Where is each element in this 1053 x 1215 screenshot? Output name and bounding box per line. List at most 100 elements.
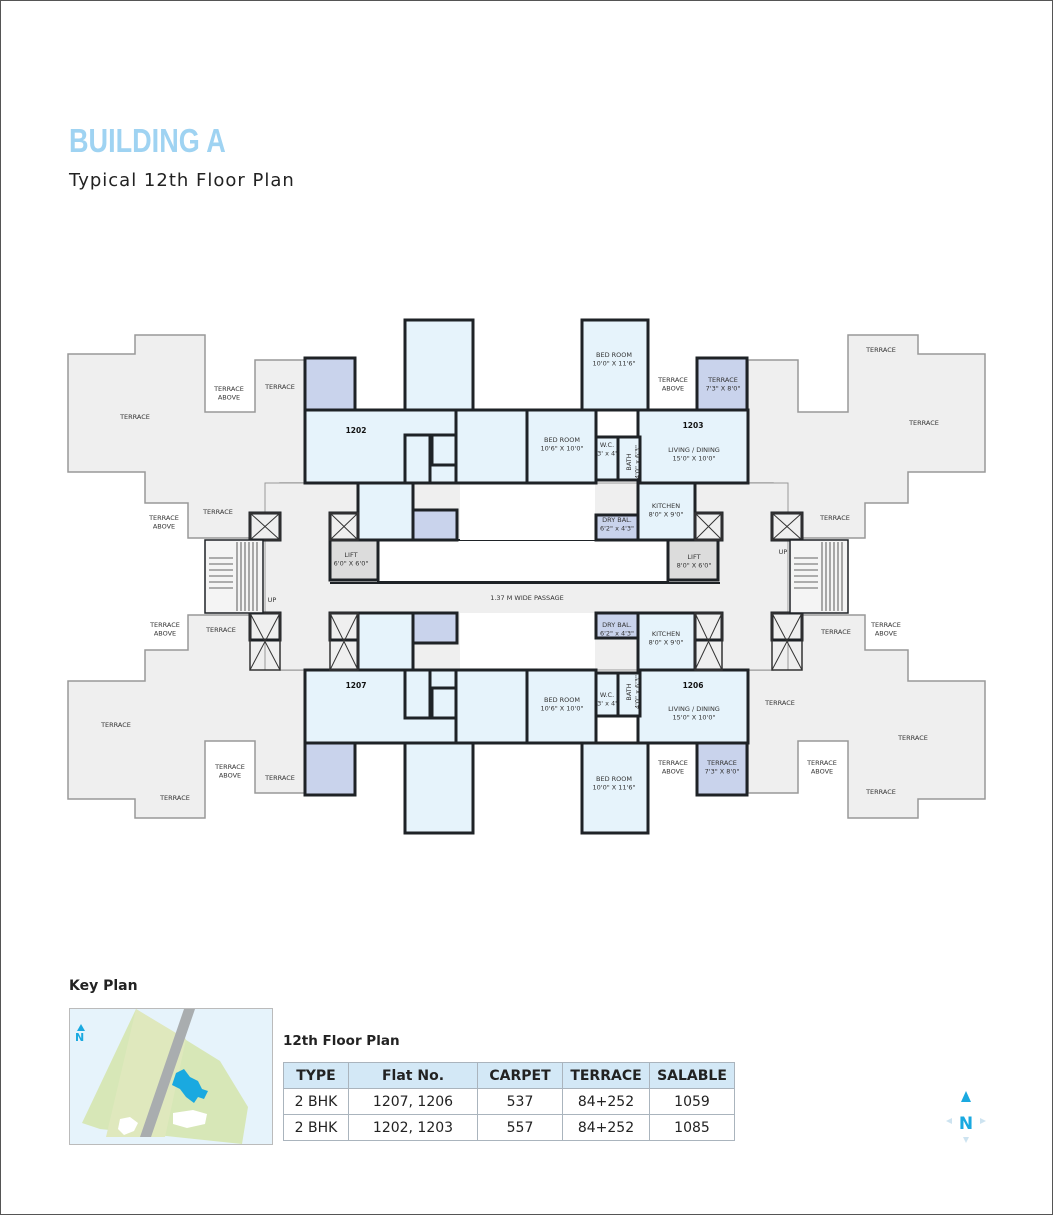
room-top-2 bbox=[454, 408, 529, 485]
cell: 557 bbox=[477, 1114, 563, 1141]
room-label: UP bbox=[779, 548, 788, 556]
room-label: TERRACE bbox=[897, 734, 928, 742]
room-top-5 bbox=[303, 356, 357, 412]
room-label-line: 6'2" x 4'3" bbox=[600, 525, 634, 533]
room-label-line: TERRACE bbox=[806, 759, 837, 767]
room-label-line: LIFT bbox=[344, 551, 357, 559]
room-label-line: ABOVE bbox=[875, 630, 897, 638]
room-bottom-8 bbox=[525, 668, 598, 745]
room-label: TERRACE bbox=[100, 721, 131, 729]
area-table-title: 12th Floor Plan bbox=[283, 1033, 400, 1049]
key-plan: N bbox=[69, 1008, 273, 1145]
road bbox=[140, 1009, 195, 1137]
room-label: 1.37 M WIDE PASSAGE bbox=[490, 594, 564, 602]
room-label: TERRACE bbox=[764, 699, 795, 707]
room-top-8 bbox=[525, 408, 598, 485]
room-label-line: TERRACE bbox=[214, 763, 245, 771]
table-row: 2 BHK 1202, 1203 557 84+252 1085 bbox=[283, 1114, 735, 1141]
room-label: BATH4'0" x 6'3" bbox=[625, 675, 642, 709]
room-label-line: BATH bbox=[625, 683, 633, 700]
shaft-2 bbox=[249, 512, 281, 541]
shaft-icon bbox=[249, 612, 281, 671]
building-c bbox=[118, 1117, 138, 1135]
room-label: DRY BAL.6'2" x 4'3" bbox=[600, 516, 634, 533]
col-flat-no: Flat No. bbox=[348, 1062, 478, 1089]
room-label: TERRACE bbox=[908, 419, 939, 427]
room-bottom-10 bbox=[636, 668, 750, 745]
room-label: W.C.3' x 4' bbox=[597, 691, 617, 708]
room-label-line: TERRACE bbox=[819, 514, 850, 522]
room-label-line: 1202 bbox=[346, 426, 367, 435]
room-label-line: 1206 bbox=[683, 681, 704, 690]
courtyard-top bbox=[377, 539, 669, 583]
north-arrow-icon bbox=[77, 1024, 85, 1031]
room-label: TERRACE bbox=[820, 628, 851, 636]
room-label-line: TERRACE bbox=[870, 621, 901, 629]
room-label-line: TERRACE bbox=[657, 376, 688, 384]
room-label-line: 10'6" X 10'0" bbox=[541, 705, 584, 713]
room-label-line: BED ROOM bbox=[596, 775, 632, 783]
room-bottom-6 bbox=[403, 668, 432, 720]
shaft-icon bbox=[694, 612, 723, 671]
room-bottom-21 bbox=[770, 611, 804, 642]
room-top-12 bbox=[594, 513, 640, 542]
shaft-icon bbox=[329, 612, 359, 671]
room-label: TERRACE bbox=[159, 794, 190, 802]
room-label-line: TERRACE bbox=[202, 508, 233, 516]
room-label-line: TERRACE bbox=[706, 759, 737, 767]
shaft-3 bbox=[771, 512, 803, 541]
room-label-line: 4'0" x 6'3" bbox=[634, 445, 642, 479]
room-label: 1202 bbox=[346, 426, 367, 435]
room-label-line: 3' x 4' bbox=[597, 700, 617, 708]
room-label-line: 6'0" X 6'0" bbox=[334, 560, 369, 568]
room-label-line: TERRACE bbox=[897, 734, 928, 742]
room-label-line: TERRACE bbox=[707, 376, 738, 384]
room-label-line: ABOVE bbox=[811, 768, 833, 776]
shaft-6 bbox=[249, 612, 281, 671]
room-label-line: DRY BAL. bbox=[602, 516, 632, 524]
room-label-line: TERRACE bbox=[148, 514, 179, 522]
compass-icon: N bbox=[946, 1091, 986, 1143]
building-b bbox=[173, 1110, 207, 1128]
room-label-line: TERRACE bbox=[119, 413, 150, 421]
room-label: TERRACE bbox=[865, 346, 896, 354]
room-label-line: 7'3" X 8'0" bbox=[706, 385, 741, 393]
room-label-line: BED ROOM bbox=[544, 436, 580, 444]
shaft-icon bbox=[694, 512, 723, 541]
room-label-line: ABOVE bbox=[662, 768, 684, 776]
room-label: 1206 bbox=[683, 681, 704, 690]
cell: 1059 bbox=[649, 1088, 735, 1115]
room-label-line: TERRACE bbox=[149, 621, 180, 629]
room-label-line: 6'2" x 4'3" bbox=[600, 630, 634, 638]
room-label-line: TERRACE bbox=[100, 721, 131, 729]
room-top-7 bbox=[430, 433, 458, 467]
key-plan-title: Key Plan bbox=[69, 978, 138, 994]
room-label: 1207 bbox=[346, 681, 367, 690]
void-top bbox=[460, 483, 595, 540]
room-label-line: TERRACE bbox=[865, 346, 896, 354]
room-bottom-7 bbox=[430, 686, 458, 720]
cell: 1207, 1206 bbox=[348, 1088, 478, 1115]
room-label: TERRACE bbox=[205, 626, 236, 634]
room-bottom-19 bbox=[693, 611, 724, 642]
room-label-line: 8'0" X 6'0" bbox=[677, 562, 712, 570]
room-label-line: 7'3" X 8'0" bbox=[705, 768, 740, 776]
room-label: TERRACE bbox=[119, 413, 150, 421]
room-label-line: W.C. bbox=[600, 441, 614, 449]
room-label: TERRACE bbox=[264, 383, 295, 391]
room-bottom-13 bbox=[695, 741, 749, 797]
room-label-line: ABOVE bbox=[218, 394, 240, 402]
room-label-line: ABOVE bbox=[662, 385, 684, 393]
cell: 1085 bbox=[649, 1114, 735, 1141]
